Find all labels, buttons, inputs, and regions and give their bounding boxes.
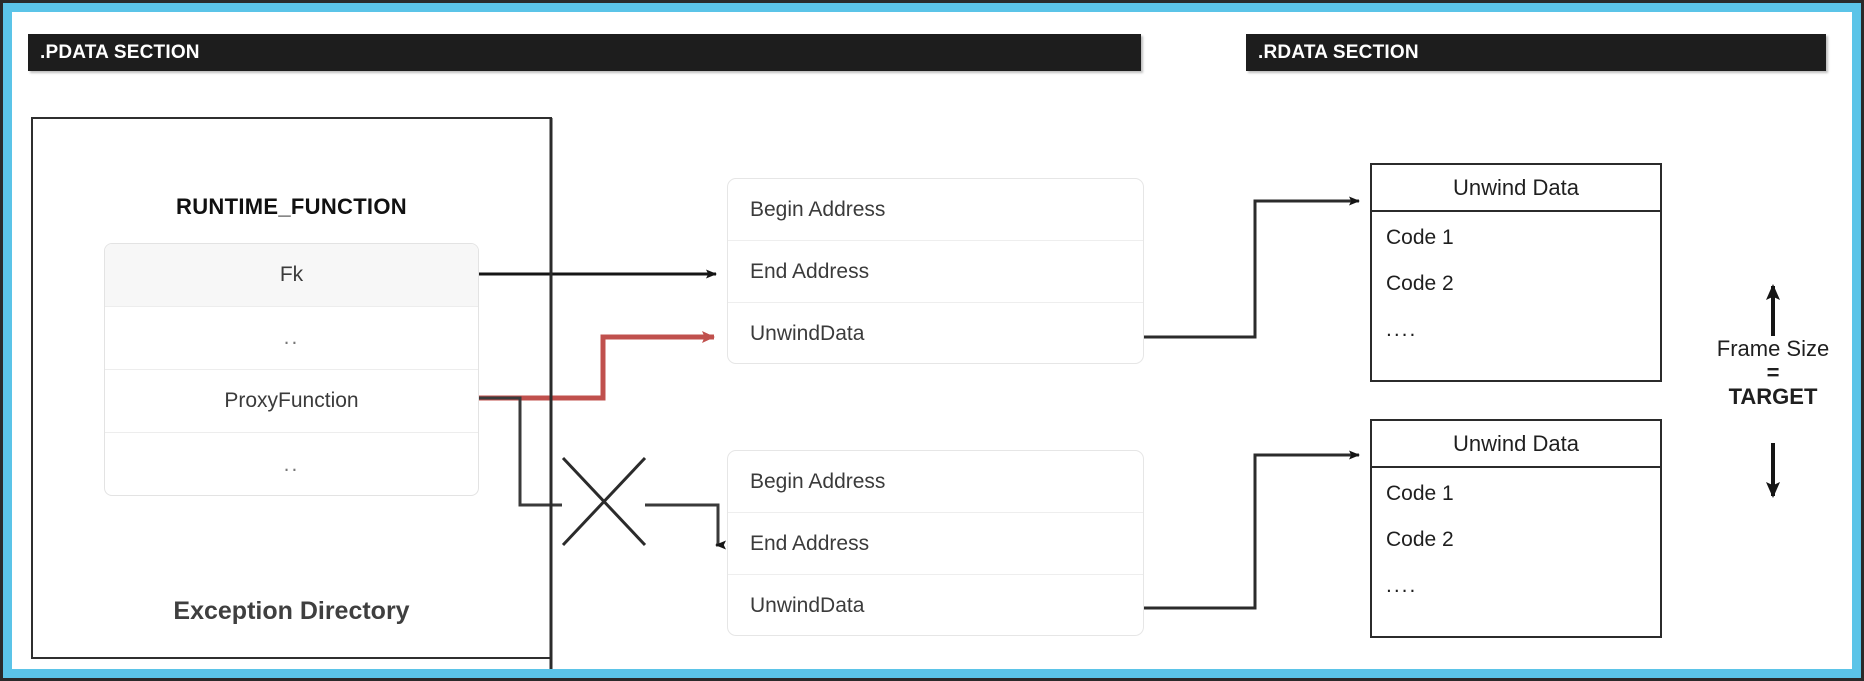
- record-field-label: UnwindData: [750, 594, 865, 617]
- unwind-data-bottom: Unwind Data Code 1 Code 2 ....: [1370, 419, 1662, 638]
- runtime-function-table: Fk .. ProxyFunction ..: [104, 243, 479, 496]
- record-field-label: UnwindData: [750, 322, 865, 345]
- table-row[interactable]: ..: [105, 307, 478, 370]
- record-field-end-address[interactable]: End Address: [728, 513, 1143, 575]
- runtime-function-row-label: ProxyFunction: [224, 389, 359, 412]
- record-field-begin-address[interactable]: Begin Address: [728, 179, 1143, 241]
- section-header-pdata: .PDATA SECTION: [28, 34, 1141, 71]
- frame-size-target: TARGET: [1728, 384, 1818, 410]
- table-row[interactable]: ..: [105, 433, 478, 495]
- record-field-label: Begin Address: [750, 469, 886, 493]
- unwind-code-item: Code 2: [1386, 528, 1454, 552]
- crossing-x-marker: [561, 456, 647, 547]
- unwind-data-header: Unwind Data: [1372, 421, 1660, 468]
- connector-unwinddata-top-to-unwind-block: [1144, 196, 1360, 339]
- runtime-function-row-label: Fk: [279, 263, 304, 286]
- unwind-data-top: Unwind Data Code 1 Code 2 ....: [1370, 163, 1662, 382]
- unwind-code-item: ....: [1386, 318, 1418, 342]
- record-field-begin-address[interactable]: Begin Address: [728, 451, 1143, 513]
- runtime-function-row-label: ..: [283, 326, 300, 349]
- unwind-data-header-label: Unwind Data: [1453, 430, 1579, 456]
- record-field-label: End Address: [750, 531, 870, 555]
- record-field-unwind-data[interactable]: UnwindData: [728, 303, 1143, 363]
- unwind-code-item: Code 1: [1386, 226, 1454, 249]
- unwind-data-body: Code 1 Code 2 ....: [1372, 468, 1660, 597]
- frame-size-label: Frame Size: [1716, 336, 1830, 361]
- unwind-data-body: Code 1 Code 2 ....: [1372, 212, 1660, 341]
- connector-unwinddata-bottom-to-unwind-block: [1144, 450, 1360, 610]
- unwind-code-item: Code 1: [1386, 482, 1454, 505]
- unwind-code-item: Code 2: [1386, 272, 1454, 296]
- frame-size-annotation: Frame Size = TARGET: [1698, 336, 1848, 411]
- record-field-label: Begin Address: [750, 197, 886, 221]
- unwind-data-header: Unwind Data: [1372, 165, 1660, 212]
- section-header-rdata: .RDATA SECTION: [1246, 34, 1826, 71]
- runtime-function-record-bottom: Begin Address End Address UnwindData: [727, 450, 1144, 636]
- table-row[interactable]: Fk: [105, 244, 478, 307]
- record-field-unwind-data[interactable]: UnwindData: [728, 575, 1143, 635]
- runtime-function-record-top: Begin Address End Address UnwindData: [727, 178, 1144, 364]
- record-field-label: End Address: [750, 259, 870, 283]
- runtime-function-title: RUNTIME_FUNCTION: [176, 194, 407, 219]
- unwind-code-item: ....: [1386, 574, 1418, 598]
- section-header-rdata-label: .RDATA SECTION: [1258, 41, 1419, 63]
- frame-size-equals: =: [1766, 360, 1780, 386]
- table-row[interactable]: ProxyFunction: [105, 370, 478, 433]
- runtime-function-row-label: ..: [283, 452, 300, 476]
- record-field-end-address[interactable]: End Address: [728, 241, 1143, 303]
- exception-directory-caption: Exception Directory: [173, 597, 410, 625]
- unwind-data-header-label: Unwind Data: [1453, 174, 1579, 200]
- section-header-pdata-label: .PDATA SECTION: [40, 41, 200, 63]
